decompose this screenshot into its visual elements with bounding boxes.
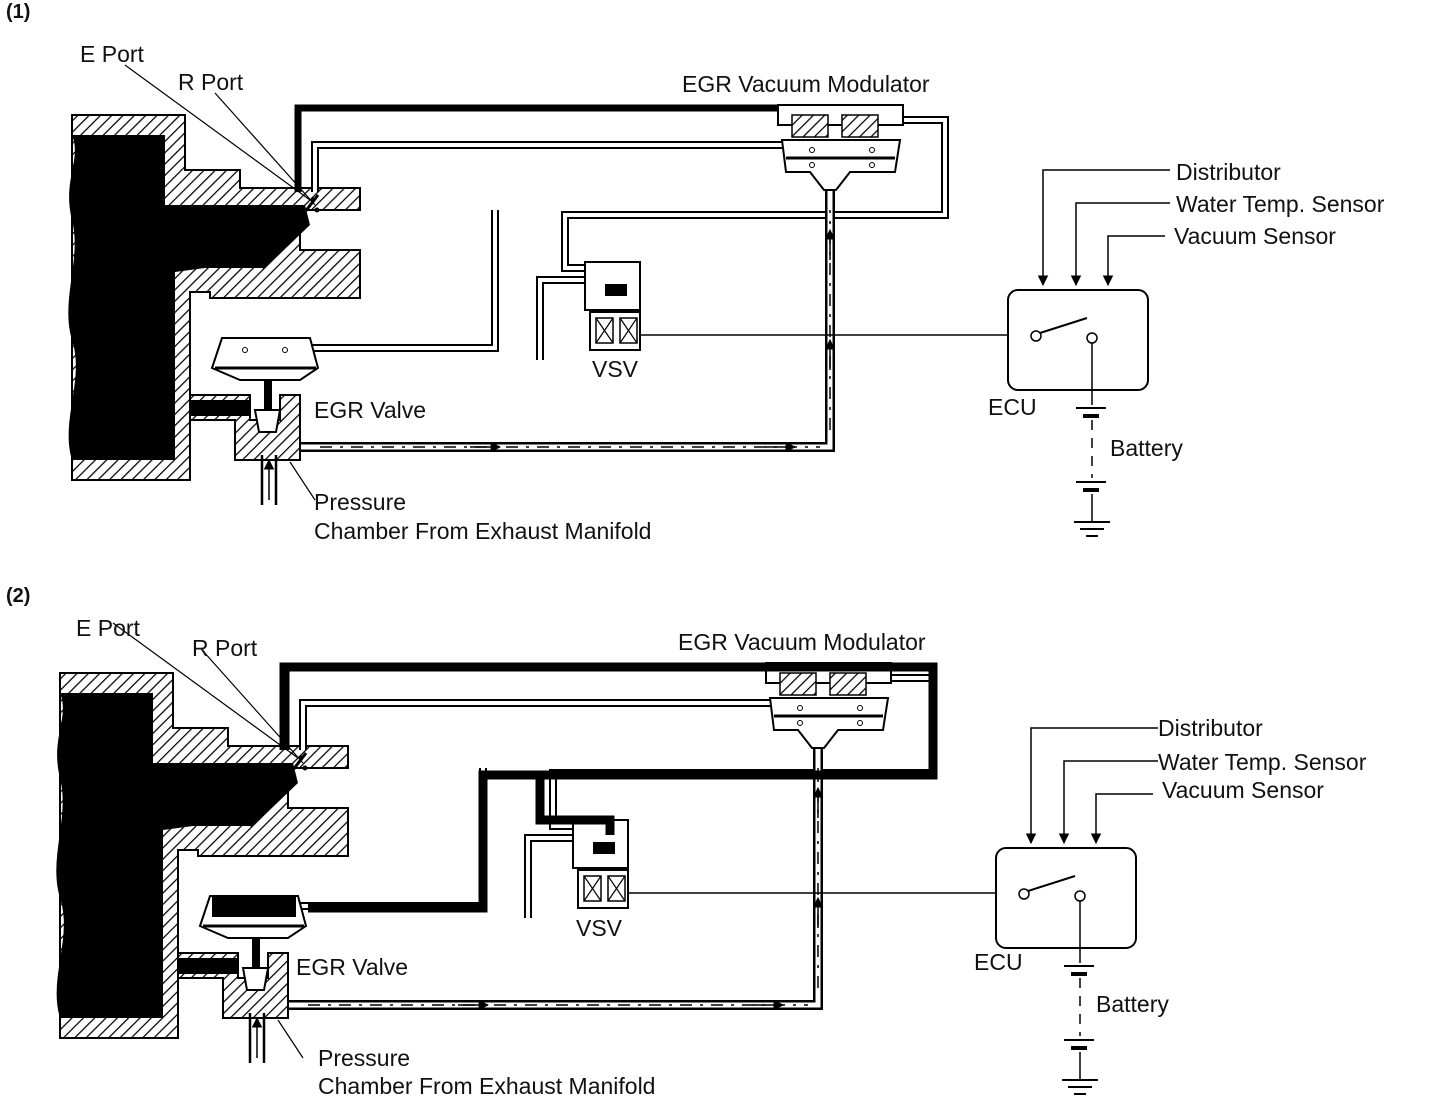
panel-2-egr-diaphragm-lifted	[212, 895, 296, 917]
panel-1: (1) E Port R Port EGR Vacuum Modulator D…	[6, 1, 1385, 544]
panel-1-artwork	[68, 65, 1170, 536]
panel-2-vacuum-sensor-label: Vacuum Sensor	[1162, 777, 1324, 803]
panel-2-ecu-label: ECU	[974, 949, 1023, 975]
panel-1-e-port-label: E Port	[80, 41, 145, 67]
panel-1-battery-label: Battery	[1110, 435, 1183, 461]
panel-2-artwork	[56, 623, 1158, 1094]
panel-2-e-port-label: E Port	[76, 615, 141, 641]
panel-2: (2) E Port R Port EGR Vacuum Modulator D…	[6, 585, 1367, 1099]
panel-2-number: (2)	[6, 585, 30, 607]
panel-1-r-port-label: R Port	[178, 69, 244, 95]
panel-2-vacuum-hose-active	[279, 662, 938, 913]
panel-1-chamber-label: Chamber From Exhaust Manifold	[314, 518, 651, 544]
panel-2-water-temp-label: Water Temp. Sensor	[1158, 749, 1367, 775]
panel-1-egr-valve-label: EGR Valve	[314, 397, 426, 423]
panel-2-r-port-label: R Port	[192, 635, 258, 661]
panel-2-distributor-label: Distributor	[1158, 715, 1263, 741]
panel-2-battery-label: Battery	[1096, 991, 1169, 1017]
panel-1-vsv-label: VSV	[592, 356, 639, 382]
panel-1-number: (1)	[6, 1, 30, 23]
panel-1-distributor-label: Distributor	[1176, 159, 1281, 185]
panel-2-egr-valve-label: EGR Valve	[296, 954, 408, 980]
panel-1-pressure-label: Pressure	[314, 489, 406, 515]
panel-2-chamber-label: Chamber From Exhaust Manifold	[318, 1073, 655, 1099]
panel-1-ecu-label: ECU	[988, 394, 1037, 420]
panel-1-vacuum-sensor-label: Vacuum Sensor	[1174, 223, 1336, 249]
panel-2-modulator-label: EGR Vacuum Modulator	[678, 629, 926, 655]
panel-2-vsv-vacuum-path	[535, 775, 615, 835]
panel-1-water-temp-label: Water Temp. Sensor	[1176, 191, 1385, 217]
panel-2-vsv-label: VSV	[576, 915, 623, 941]
panel-1-modulator-label: EGR Vacuum Modulator	[682, 71, 930, 97]
panel-2-pressure-label: Pressure	[318, 1045, 410, 1071]
